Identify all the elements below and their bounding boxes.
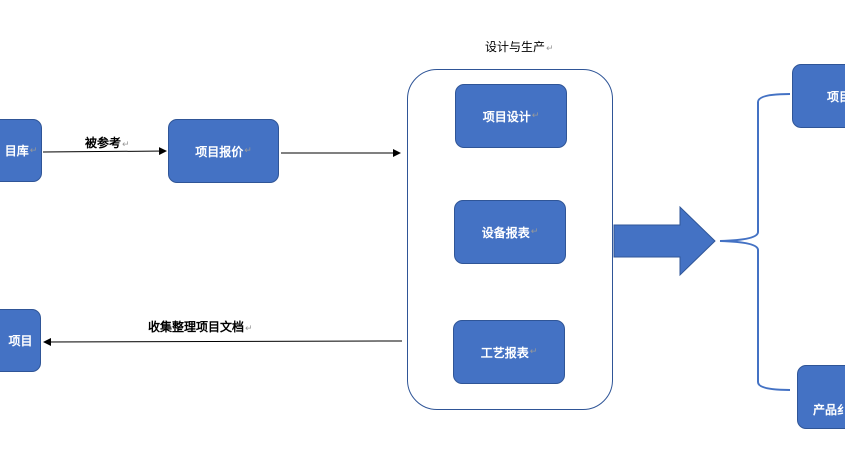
- box-process[interactable]: 工艺报表↵: [453, 320, 565, 384]
- box-library-label: 目库: [4, 144, 29, 158]
- box-equipment[interactable]: 设备报表↵: [454, 200, 566, 264]
- box-right-top-label: 项目: [827, 89, 845, 104]
- referenced-label: 被参考↵: [85, 134, 130, 151]
- box-equipment-label: 设备报表: [481, 225, 530, 240]
- box-right-bottom-label: 产品纟: [813, 402, 845, 417]
- box-process-label: 工艺报表: [480, 345, 529, 360]
- box-project-left[interactable]: 项目: [0, 309, 41, 372]
- curly-brace: [719, 93, 791, 391]
- collect-docs-text: 收集整理项目文档: [148, 320, 245, 334]
- arrow-library-to-quote: [42, 147, 167, 156]
- box-design-label: 项目设计: [482, 109, 531, 124]
- return-mark: ↵: [529, 347, 538, 357]
- design-production-label: 设计与生产↵: [485, 38, 554, 55]
- return-mark: ↵: [245, 324, 253, 334]
- box-design[interactable]: 项目设计↵: [455, 84, 567, 148]
- box-library[interactable]: 目库↵: [0, 119, 42, 182]
- return-mark: ↵: [244, 146, 252, 156]
- referenced-text: 被参考: [85, 136, 122, 150]
- box-quote[interactable]: 项目报价↵: [168, 119, 279, 183]
- box-project-left-label: 项目: [8, 334, 33, 348]
- box-right-bottom[interactable]: 产品纟: [797, 365, 845, 429]
- box-quote-label: 项目报价: [195, 144, 244, 159]
- return-mark: ↵: [122, 140, 130, 150]
- box-right-top[interactable]: 项目: [792, 64, 845, 128]
- collect-docs-label: 收集整理项目文档↵: [148, 318, 253, 335]
- return-mark: ↵: [530, 227, 539, 237]
- return-mark: ↵: [546, 44, 554, 54]
- design-production-text: 设计与生产: [485, 40, 546, 54]
- block-arrow-right: [613, 205, 716, 277]
- arrow-to-project-docs: [43, 337, 403, 346]
- return-mark: ↵: [29, 145, 38, 156]
- return-mark: ↵: [531, 111, 540, 121]
